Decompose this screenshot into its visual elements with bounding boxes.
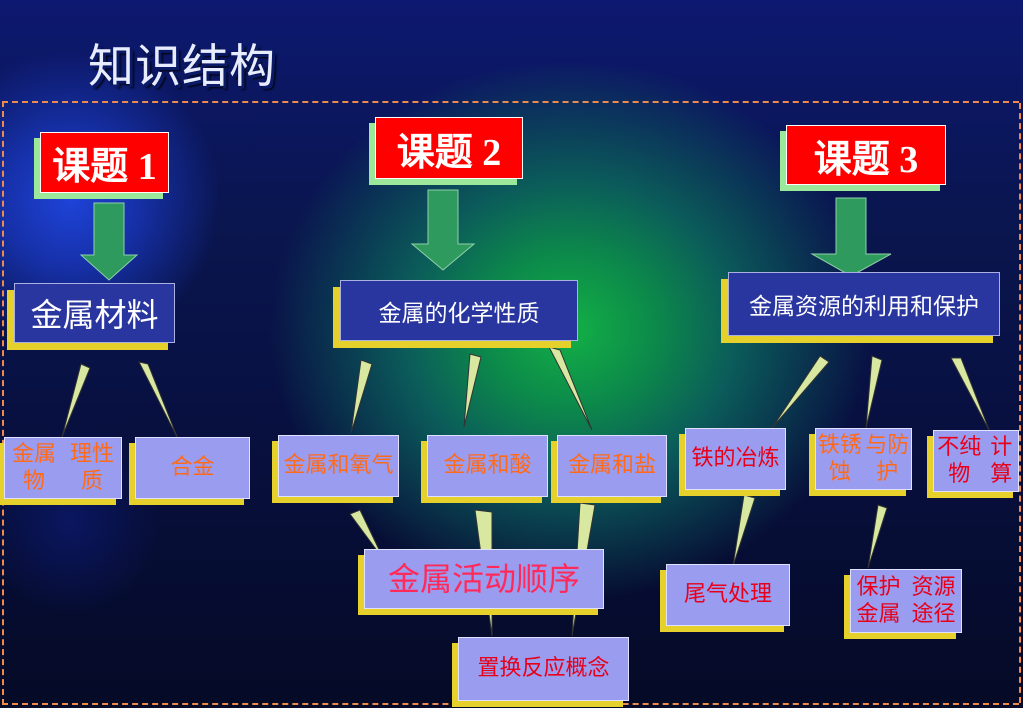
dashed-frame — [2, 101, 1021, 705]
node-iron-smelting: 铁的冶炼 — [685, 428, 786, 490]
topic-2-label: 课题 2 — [375, 117, 523, 179]
slide-title: 知识结构 — [88, 39, 276, 93]
wedge-connector — [867, 504, 888, 569]
topic-3-label: 课题 3 — [786, 125, 946, 185]
node-displacement-reaction: 置换反应 概念 — [458, 637, 629, 701]
concept-resources-protection: 金属资源的利用和保护 — [728, 272, 1000, 336]
wedge-connector — [138, 361, 179, 440]
node-rust-protection: 铁锈蚀 与防护 — [815, 428, 912, 490]
down-arrow-icon — [410, 189, 476, 271]
node-metal-acid: 金属和酸 — [427, 435, 548, 497]
wedge-connector — [61, 363, 91, 438]
wedge-connector — [732, 494, 756, 567]
wedge-connector — [548, 346, 593, 431]
node-impurity-calc: 不纯物 计算 — [933, 430, 1019, 492]
down-arrow-icon — [79, 202, 139, 281]
topic-1-label: 课题 1 — [40, 132, 169, 193]
wedge-connector — [350, 359, 373, 434]
wedge-connector — [865, 355, 883, 429]
wedge-connector — [349, 509, 385, 561]
node-activity-series: 金属活动顺序 — [364, 549, 604, 609]
concept-chemical-properties: 金属的化学性质 — [340, 280, 578, 341]
wedge-connector — [463, 353, 482, 428]
concept-metal-materials: 金属材料 — [14, 283, 175, 343]
wedge-connector — [771, 355, 830, 429]
node-physical-properties: 金属物 理性质 — [4, 437, 122, 499]
wedge-connector — [950, 357, 991, 433]
node-resource-protection: 保护金属 资源途径 — [850, 569, 962, 633]
node-metal-salt: 金属和盐 — [557, 435, 667, 497]
down-arrow-icon — [810, 197, 892, 277]
node-exhaust-treatment: 尾气处理 — [666, 564, 790, 626]
node-alloy: 合金 — [135, 437, 250, 499]
node-metal-oxygen: 金属和 氧气 — [278, 435, 399, 497]
